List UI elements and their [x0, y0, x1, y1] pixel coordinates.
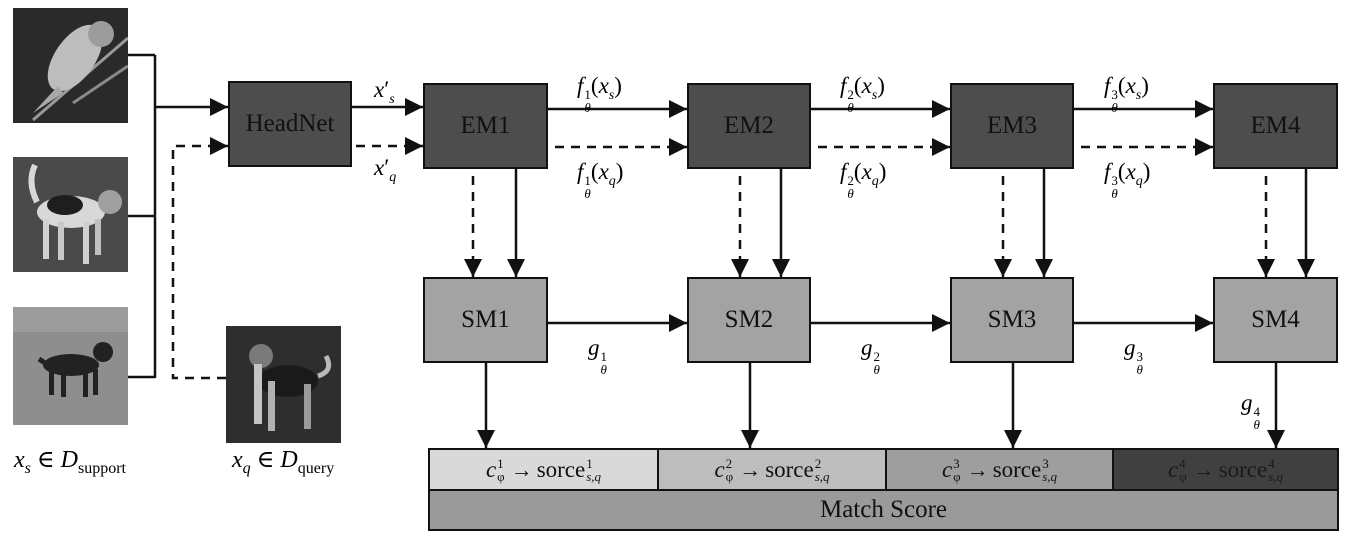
- em3-label: EM3: [987, 112, 1037, 139]
- match-score-bar: Match Score: [428, 489, 1339, 531]
- support-set-symbol: D: [60, 447, 78, 473]
- sm2-label: SM2: [724, 306, 774, 333]
- em4-label: EM4: [1250, 112, 1301, 139]
- arrow-icon: →: [739, 456, 762, 482]
- em1-label: EM1: [460, 112, 511, 139]
- query-image-dog: [226, 326, 341, 443]
- element-of-symbol: ∈: [36, 447, 55, 473]
- bird-photo: [13, 8, 128, 123]
- query-set-sub: query: [297, 460, 335, 477]
- arrow-icon: →: [510, 456, 533, 482]
- support-set-sub: support: [78, 460, 126, 477]
- black-dog-photo: [13, 307, 128, 425]
- support-image-beagle: [13, 157, 128, 272]
- query-to-headnet-arrow: [171, 137, 228, 380]
- sm3-box: SM3: [950, 277, 1074, 363]
- support-set-caption: xs ∈ Dsupport: [14, 448, 126, 477]
- match-score-label: Match Score: [819, 496, 948, 523]
- support-var: x: [14, 447, 25, 473]
- element-of-symbol: ∈: [256, 447, 275, 473]
- sm3-label: SM3: [987, 306, 1037, 333]
- sm2-box: SM2: [687, 277, 811, 363]
- query-set-symbol: D: [280, 447, 298, 473]
- em2-box: EM2: [687, 83, 811, 169]
- em1-box: EM1: [423, 83, 548, 169]
- support-image-bird: [13, 8, 128, 123]
- headnet-label: HeadNet: [245, 110, 335, 137]
- em3-box: EM3: [950, 83, 1074, 169]
- headnet-query-output-label: x′q: [374, 155, 397, 185]
- query-var: x: [232, 447, 243, 473]
- arrow-icon: →: [1192, 456, 1215, 482]
- query-var-sub: q: [242, 460, 251, 477]
- sm4-label: SM4: [1251, 306, 1300, 333]
- support-image-black-dog: [13, 307, 128, 425]
- em2-label: EM2: [724, 112, 774, 139]
- sm1-box: SM1: [423, 277, 548, 363]
- support-var-sub: s: [24, 460, 31, 477]
- headnet-support-output-label: x′s: [374, 77, 395, 107]
- em4-box: EM4: [1213, 83, 1338, 169]
- headnet-box: HeadNet: [228, 81, 352, 167]
- sm4-box: SM4: [1213, 277, 1338, 363]
- sm1-label: SM1: [461, 306, 510, 333]
- beagle-photo: [13, 157, 128, 272]
- arrow-icon: →: [966, 456, 989, 482]
- query-set-caption: xq ∈ Dquery: [232, 448, 334, 477]
- query-dog-photo: [226, 326, 341, 443]
